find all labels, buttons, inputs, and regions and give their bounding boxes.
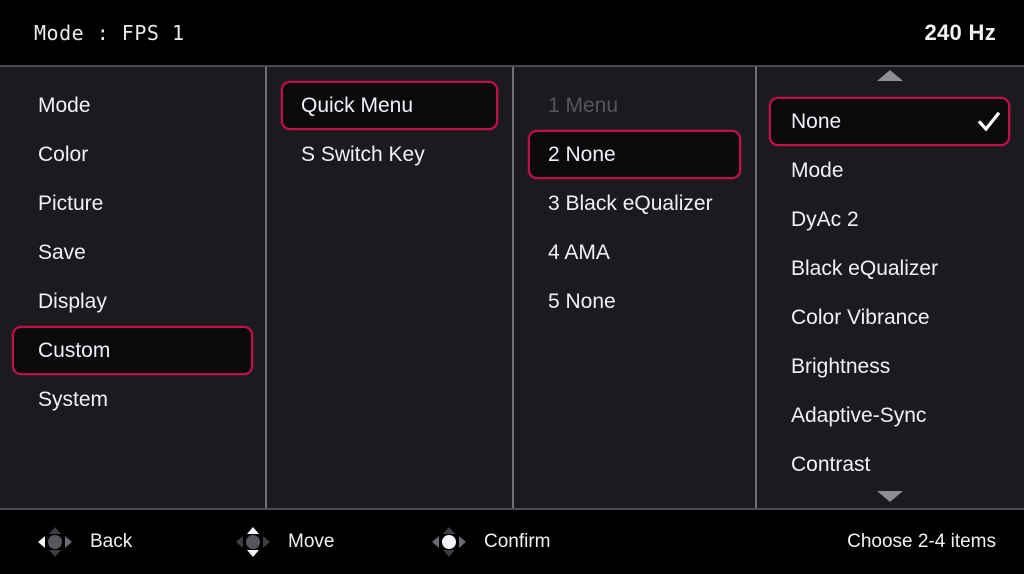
option-item-black-equalizer[interactable]: Black eQualizer — [769, 244, 1010, 293]
hint-move-label: Move — [288, 531, 335, 552]
hint-move[interactable]: Move — [236, 527, 432, 557]
footer-note: Choose 2-4 items — [847, 531, 996, 552]
menu-item-label: Brightness — [791, 354, 891, 378]
hint-confirm[interactable]: Confirm — [432, 527, 662, 557]
osd-footer: Back Move Confirm Choose 2-4 items — [0, 508, 1024, 574]
check-icon — [976, 109, 1002, 135]
joystick-left-icon — [38, 527, 72, 557]
custom-submenu-list: Quick Menu S Switch Key — [267, 81, 512, 179]
custom-submenu-column: Quick Menu S Switch Key — [265, 67, 512, 508]
menu-item-label: 4 AMA — [548, 240, 610, 264]
menu-item-label: Mode — [38, 93, 91, 117]
menu-item-label: Adaptive-Sync — [791, 403, 927, 427]
menu-item-label: System — [38, 387, 109, 411]
slot-item-1-menu: 1 Menu — [528, 81, 741, 130]
menu-item-label: Custom — [38, 338, 111, 362]
menu-item-label: Mode — [791, 158, 844, 182]
menu-item-display[interactable]: Display — [12, 277, 253, 326]
option-item-color-vibrance[interactable]: Color Vibrance — [769, 293, 1010, 342]
option-item-mode[interactable]: Mode — [769, 146, 1010, 195]
osd-header: Mode : FPS 1 240 Hz — [0, 0, 1024, 67]
hint-back-label: Back — [90, 531, 133, 552]
menu-item-label: Black eQualizer — [791, 256, 939, 280]
menu-item-mode[interactable]: Mode — [12, 81, 253, 130]
menu-item-label: S Switch Key — [301, 142, 425, 166]
option-item-contrast[interactable]: Contrast — [769, 440, 1010, 489]
slot-item-2-none[interactable]: 2 None — [528, 130, 741, 179]
quick-menu-slots-list: 1 Menu 2 None 3 Black eQualizer 4 AMA 5 None — [514, 81, 755, 326]
hint-confirm-label: Confirm — [484, 531, 551, 552]
joystick-center-icon — [432, 527, 466, 557]
menu-item-color[interactable]: Color — [12, 130, 253, 179]
quick-menu-slots-column: 1 Menu 2 None 3 Black eQualizer 4 AMA 5 None — [512, 67, 755, 508]
menu-item-label: 3 Black eQualizer — [548, 191, 713, 215]
menu-item-picture[interactable]: Picture — [12, 179, 253, 228]
slot-item-4-ama[interactable]: 4 AMA — [528, 228, 741, 277]
menu-item-label: 2 None — [548, 142, 616, 166]
menu-item-custom[interactable]: Custom — [12, 326, 253, 375]
option-item-brightness[interactable]: Brightness — [769, 342, 1010, 391]
joystick-updown-icon — [236, 527, 270, 557]
menu-item-label: Display — [38, 289, 107, 313]
scroll-up-icon[interactable] — [876, 70, 903, 81]
refresh-rate-label: 240 Hz — [924, 19, 996, 45]
menu-item-label: Color — [38, 142, 89, 166]
menu-item-label: Color Vibrance — [791, 305, 930, 329]
menu-item-label: Contrast — [791, 452, 871, 476]
menu-item-save[interactable]: Save — [12, 228, 253, 277]
menu-item-system[interactable]: System — [12, 375, 253, 424]
slot-item-5-none[interactable]: 5 None — [528, 277, 741, 326]
menu-item-label: 1 Menu — [548, 93, 619, 117]
menu-item-label: None — [791, 109, 842, 133]
scroll-down-icon[interactable] — [876, 491, 903, 502]
menu-item-label: DyAc 2 — [791, 207, 859, 231]
menu-item-label: Save — [38, 240, 86, 264]
mode-label: Mode : FPS 1 — [34, 20, 185, 45]
option-item-adaptive-sync[interactable]: Adaptive-Sync — [769, 391, 1010, 440]
submenu-item-quick-menu[interactable]: Quick Menu — [281, 81, 498, 130]
menu-item-label: 5 None — [548, 289, 616, 313]
menu-item-label: Picture — [38, 191, 104, 215]
option-item-none[interactable]: None — [769, 97, 1010, 146]
slot-item-3-black-equalizer[interactable]: 3 Black eQualizer — [528, 179, 741, 228]
option-item-dyac-2[interactable]: DyAc 2 — [769, 195, 1010, 244]
menu-item-label: Quick Menu — [301, 93, 414, 117]
submenu-item-s-switch-key[interactable]: S Switch Key — [281, 130, 498, 179]
hint-back[interactable]: Back — [38, 527, 236, 557]
